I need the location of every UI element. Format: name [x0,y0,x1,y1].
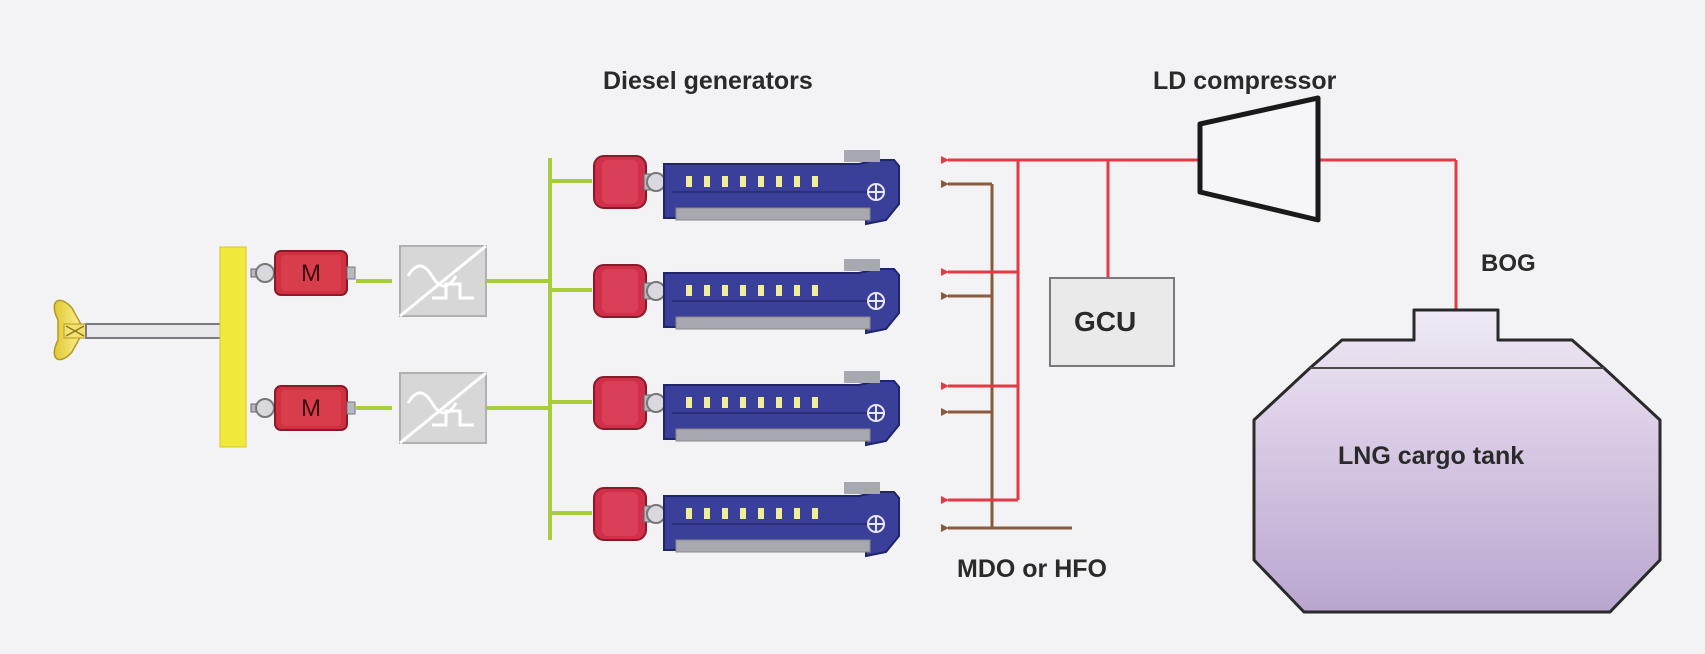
ld-compressor-label: LD compressor [1153,67,1337,95]
gcu-box [1049,277,1175,367]
motor-converter-links [356,279,550,410]
propeller-icon [53,299,87,361]
fuel-oil-lines [941,180,1072,532]
electric-bus [548,158,592,540]
frequency-converter-icon-2 [398,371,488,445]
mdo-or-hfo-label: MDO or HFO [957,555,1107,583]
propeller-shaft [85,323,225,339]
motor-label-2: M [301,395,321,422]
gas-lines [941,156,1458,504]
diesel-generator-icon-3 [593,370,900,446]
compressor-icon [1197,95,1321,223]
switchboard-bar [219,246,247,448]
tank-icon [1252,308,1662,614]
bog-label: BOG [1481,250,1536,277]
lng-cargo-tank-label: LNG cargo tank [1338,442,1525,470]
gcu-label: GCU [1074,306,1137,337]
motor-label-1: M [301,260,321,287]
diesel-generator-icon-4 [593,481,900,557]
diesel-generator-icon-1 [593,149,900,225]
diesel-generator-icon-2 [593,258,900,334]
diesel-generators-label: Diesel generators [603,67,813,95]
frequency-converter-icon-1 [398,244,488,318]
